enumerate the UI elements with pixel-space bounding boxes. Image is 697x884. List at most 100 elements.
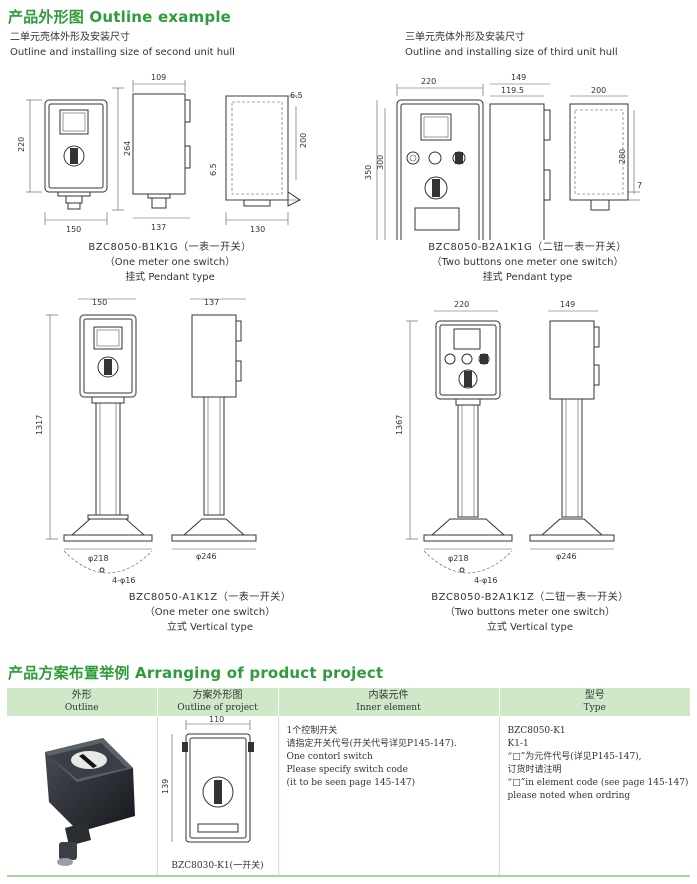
b1k1g-dim-height-left: 220: [17, 137, 26, 152]
b2a1k1z-dim-width: 220: [454, 300, 469, 309]
header-inner-element: 内装元件 Inner element: [278, 688, 500, 716]
header-type-cn: 型号: [584, 690, 605, 701]
b1k1g-dim-height-right: 264: [123, 141, 132, 156]
right-subtitle-en: Outline and installing size of third uni…: [405, 47, 618, 58]
caption-b2a1k1g: BZC8050-B2A1K1G（二钮一表一开关） （Two buttons on…: [405, 240, 650, 285]
b2a1k1z-dim-holes: 4-φ16: [474, 576, 497, 585]
caption-a1k1z-desc: （One meter one switch）: [144, 607, 276, 618]
left-subtitle-cn: 二单元壳体外形及安装尺寸: [10, 32, 130, 43]
b2a1k1g-dim-depth-inner: 119.5: [501, 86, 524, 95]
caption-b2a1k1z-model: BZC8050-B2A1K1Z（二钮一表一开关）: [431, 592, 629, 603]
right-subtitle-cn: 三单元壳体外形及安装尺寸: [405, 32, 525, 43]
caption-b2a1k1z-desc: （Two buttons meter one switch）: [444, 607, 616, 618]
type-line: “□”为元件代号(详见P145-147),: [507, 752, 642, 762]
table-row: 110 139 BZC8030-K1(一开关) 1个控制开关 请指定开关代号(开…: [7, 715, 690, 877]
cell-type: BZC8050-K1 K1-1 “□”为元件代号(详见P145-147), 订货…: [499, 716, 690, 877]
caption-b2a1k1z-type: 立式 Vertical type: [486, 622, 574, 633]
caption-a1k1z-type: 立式 Vertical type: [166, 622, 254, 633]
section-title-arranging: 产品方案布置举例 Arranging of product project: [8, 664, 384, 682]
caption-b2a1k1g-type: 挂式 Pendant type: [482, 272, 573, 283]
table-header-row: 外形 Outline 方案外形图 Outline of project 内装元件…: [7, 688, 690, 716]
header-type-en: Type: [583, 703, 606, 713]
a1k1z-dim-width: 150: [92, 298, 107, 307]
cell-inner-element: 1个控制开关 请指定开关代号(开关代号详见P145-147). One cont…: [278, 716, 500, 877]
b1k1g-dim-mount-w: 130: [250, 225, 265, 234]
b1k1g-front-view: [26, 87, 124, 225]
type-line: BZC8050-K1: [507, 726, 566, 736]
cell-outline-project: 110 139 BZC8030-K1(一开关): [157, 715, 279, 877]
header-outline-cn: 外形: [71, 690, 92, 701]
type-line: K1-1: [507, 739, 529, 749]
b2a1k1g-rear-view: [569, 95, 640, 211]
inner-line: (it to be seen page 145-147): [286, 778, 416, 788]
type-line: “□”in element code (see page 145-147): [507, 778, 689, 788]
a1k1z-dim-side-w: 137: [204, 298, 219, 307]
b2a1k1g-dim-side-w: 200: [591, 86, 606, 95]
b2a1k1g-side-view: [489, 83, 551, 240]
project-dim-height: 139: [161, 779, 170, 794]
b2a1k1g-dim-gap: 7: [637, 181, 642, 190]
b2a1k1g-dim-depth-top: 149: [511, 73, 526, 82]
product-photo: [45, 738, 135, 866]
project-dim-width: 110: [209, 716, 224, 724]
a1k1z-side-view: [171, 298, 257, 550]
header-inner-element-cn: 内装元件: [368, 690, 409, 701]
header-type: 型号 Type: [499, 688, 690, 716]
type-line: 订货时请注明: [507, 765, 562, 775]
caption-a1k1z: BZC8050-A1K1Z（一表一开关） （One meter one swit…: [75, 590, 345, 635]
caption-b1k1g-desc: （One meter one switch）: [104, 257, 236, 268]
caption-b1k1g-type: 挂式 Pendant type: [125, 272, 215, 283]
caption-b2a1k1g-model: BZC8050-B2A1K1G（二钮一表一开关）: [428, 242, 627, 253]
b1k1g-dim-depth-top: 109: [151, 73, 166, 82]
inner-line: 请指定开关代号(开关代号详见P145-147).: [286, 739, 457, 749]
header-inner-element-en: Inner element: [356, 703, 421, 713]
header-outline-en: Outline: [64, 703, 99, 713]
b1k1g-dim-width: 150: [66, 225, 81, 234]
b2a1k1z-dim-base-d: φ218: [448, 554, 469, 563]
b2a1k1z-front-view: [406, 310, 513, 574]
b2a1k1z-dim-side-w: 149: [560, 300, 575, 309]
b1k1g-mount-view: [225, 95, 301, 225]
b1k1g-dim-gap-top: 6.5: [290, 91, 303, 100]
a1k1z-dim-base-d: φ218: [88, 554, 109, 563]
b2a1k1g-front-view: [376, 84, 484, 240]
header-outline-project-en: Outline of project: [177, 703, 258, 713]
caption-b2a1k1g-desc: （Two buttons one meter one switch）: [431, 257, 624, 268]
b1k1g-side-view: [132, 80, 191, 219]
drawing-a1k1z: 150 1317 φ218 4-φ16 137 φ246: [35, 298, 257, 585]
b1k1g-dim-mount-h: 200: [299, 133, 308, 148]
b2a1k1z-dim-base-side: φ246: [556, 552, 577, 561]
a1k1z-dim-holes: 4-φ16: [112, 576, 135, 585]
b2a1k1g-dim-h-outer: 350: [364, 165, 373, 180]
b2a1k1g-dim-h-inner: 300: [376, 155, 385, 170]
section-title-outline: 产品外形图 Outline example: [8, 8, 232, 26]
b1k1g-dim-gap-bottom: 6.5: [209, 163, 218, 176]
caption-a1k1z-model: BZC8050-A1K1Z（一表一开关）: [128, 592, 292, 603]
b2a1k1z-side-view: [529, 310, 615, 550]
inner-line: Please specify switch code: [286, 765, 408, 775]
b2a1k1z-dim-height: 1367: [395, 415, 404, 435]
project-outline-drawing: 110 139: [161, 715, 254, 843]
caption-b2a1k1z: BZC8050-B2A1K1Z（二钮一表一开关） （Two buttons me…: [405, 590, 655, 635]
a1k1z-dim-base-side: φ246: [196, 552, 217, 561]
caption-b1k1g: BZC8050-B1K1G（一表一开关） （One meter one swit…: [60, 240, 280, 285]
project-caption: BZC8030-K1(一开关): [171, 861, 264, 871]
a1k1z-dim-height: 1317: [35, 415, 44, 435]
header-outline: 外形 Outline: [7, 688, 158, 716]
inner-line: 1个控制开关: [286, 726, 338, 736]
type-line: please noted when ordring: [507, 791, 631, 801]
caption-b1k1g-model: BZC8050-B1K1G（一表一开关）: [88, 242, 252, 253]
drawing-b1k1g: 150 220 264 109 137 6.5 200 6.5 130: [17, 73, 308, 234]
left-subtitle-en: Outline and installing size of second un…: [10, 47, 235, 58]
a1k1z-front-view: [46, 298, 153, 574]
drawing-b2a1k1g: 220 350 300 149 119.5 200 280 7: [364, 73, 642, 240]
drawing-b2a1k1z: 220 1367 φ218 4-φ16 149 φ246: [395, 300, 615, 585]
header-outline-project-cn: 方案外形图: [192, 690, 243, 701]
b2a1k1g-dim-side-h: 280: [618, 149, 627, 164]
b2a1k1g-dim-width: 220: [421, 77, 436, 86]
b1k1g-dim-depth-bottom: 137: [151, 223, 166, 232]
cell-outline-photo: [7, 716, 158, 877]
project-table: 外形 Outline 方案外形图 Outline of project 内装元件…: [7, 688, 690, 877]
inner-line: One contorl switch: [286, 752, 373, 762]
header-outline-project: 方案外形图 Outline of project: [157, 688, 279, 716]
